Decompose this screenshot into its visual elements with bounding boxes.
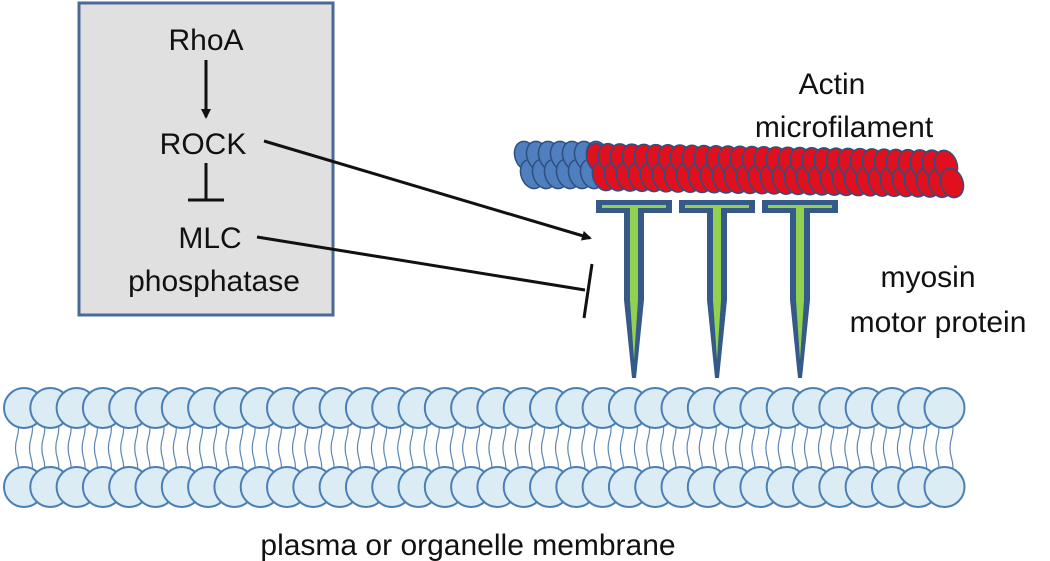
phosphatase-label: phosphatase [128,265,300,298]
microfilament-label: microfilament [755,111,934,144]
membrane-label: plasma or organelle membrane [260,529,675,561]
phospholipid-head [923,466,966,508]
mlc-inhibits-myosin-symbol [256,235,594,319]
myosin-motors [596,200,838,378]
motor-protein-label: motor protein [850,306,1027,339]
myosin-core [768,205,832,360]
pathway-box-frame [77,1,335,317]
myosin-label: myosin [880,261,975,294]
pathway-box: RhoA ROCK MLC phosphatase [77,1,335,317]
phospholipid-head [923,387,966,429]
myosin-motor-1 [596,200,672,378]
myosin-core [602,205,666,360]
actin-label: Actin [799,68,866,101]
rhoa-label: RhoA [168,24,243,57]
mlc-label: MLC [178,222,241,255]
actin-monomer [939,167,965,199]
rock-activates-myosin-arrow [263,139,592,241]
lipid-bilayer-membrane [3,387,966,508]
actin-microfilament [513,140,965,199]
rock-inhibits-mlc-symbol [188,163,224,202]
actin-red-segment [585,142,965,199]
lipid-heads-outer-leaflet [3,387,966,429]
lipid-heads-inner-leaflet [3,466,966,508]
myosin-motor-3 [762,200,838,378]
rock-label: ROCK [160,128,247,161]
myosin-motor-2 [679,200,755,378]
myosin-core [685,205,749,360]
